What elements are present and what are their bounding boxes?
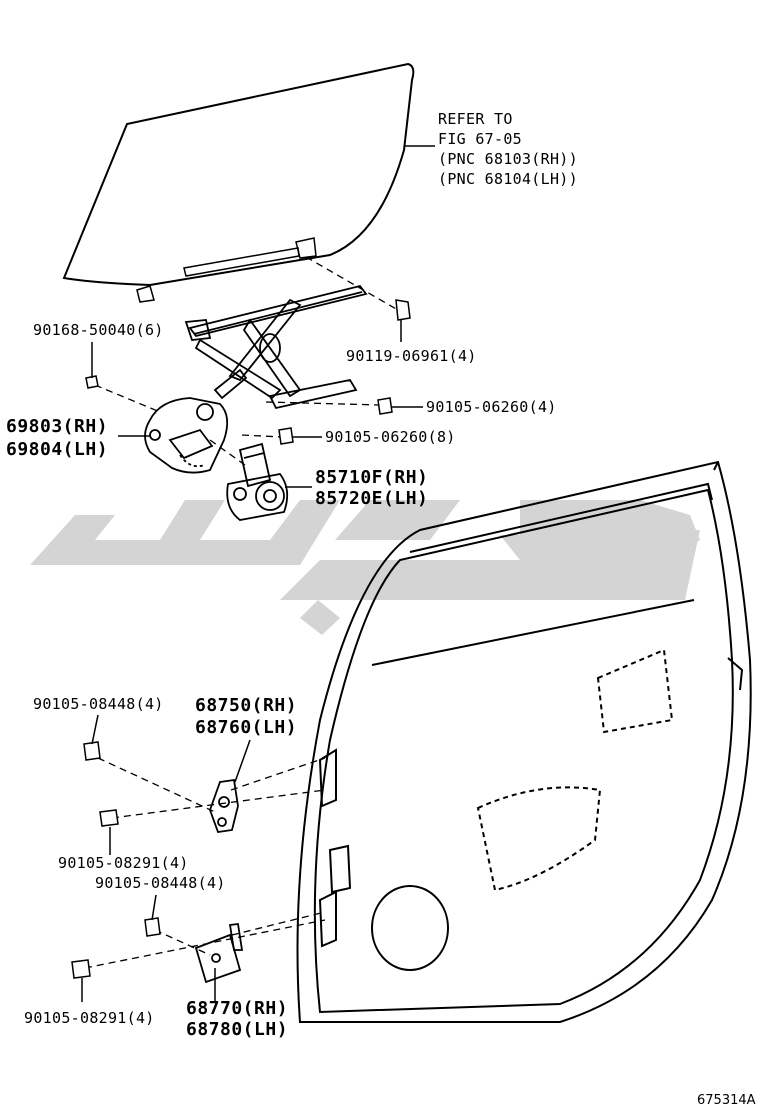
part-label-90105-08291-a[interactable]: 90105-08291(4): [58, 854, 189, 872]
refer-line-2: FIG 67-05: [438, 130, 522, 148]
rear-door-panel: [296, 460, 752, 1023]
part-label-68760-lh[interactable]: 68760(LH): [195, 717, 298, 738]
part-label-90105-08291-b[interactable]: 90105-08291(4): [24, 1009, 155, 1027]
part-label-85710f-rh[interactable]: 85710F(RH): [315, 467, 429, 488]
bolts: [71, 299, 411, 979]
part-label-69803-rh[interactable]: 69803(RH): [6, 416, 109, 437]
leader-lines: [81, 320, 423, 1002]
refer-line-1: REFER TO: [438, 110, 513, 128]
figure-id: 675314A: [697, 1093, 756, 1108]
window-regulator: [144, 284, 368, 474]
part-label-85720e-lh[interactable]: 85720E(LH): [315, 488, 429, 509]
door-hinges: [194, 778, 244, 984]
part-label-68750-rh[interactable]: 68750(RH): [195, 695, 298, 716]
part-label-69804-lh[interactable]: 69804(LH): [6, 439, 109, 460]
door-glass: [62, 62, 415, 303]
part-label-90105-08448-a[interactable]: 90105-08448(4): [33, 695, 164, 713]
part-label-90105-06260-4[interactable]: 90105-06260(4): [426, 398, 557, 416]
part-label-90119-06961[interactable]: 90119-06961(4): [346, 347, 477, 365]
part-label-90105-06260-8[interactable]: 90105-06260(8): [325, 428, 456, 446]
part-label-90105-08448-b[interactable]: 90105-08448(4): [95, 874, 226, 892]
refer-line-3: (PNC 68103(RH)): [438, 150, 578, 168]
refer-line-4: (PNC 68104(LH)): [438, 170, 578, 188]
watermark-logo: [30, 500, 700, 635]
part-label-68770-rh[interactable]: 68770(RH): [186, 998, 289, 1019]
window-motor: [226, 442, 289, 521]
part-label-90168-50040[interactable]: 90168-50040(6): [33, 321, 164, 339]
part-label-68780-lh[interactable]: 68780(LH): [186, 1019, 289, 1040]
